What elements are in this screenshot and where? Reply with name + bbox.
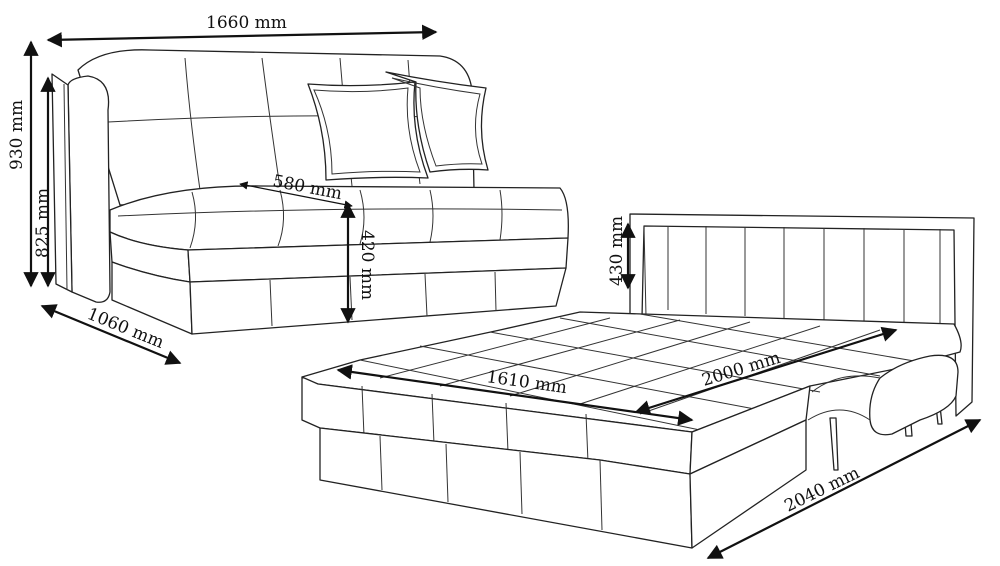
label-seat-height: 420 mm — [357, 230, 377, 300]
dimension-lines — [23, 24, 982, 559]
label-sofa-width: 1660 mm — [206, 13, 287, 33]
sofa-pillow-1 — [307, 81, 429, 181]
label-armrest-height: 825 mm — [33, 188, 53, 258]
label-bed-back-height: 430 mm — [607, 216, 627, 286]
sofa-pillow-2 — [385, 71, 489, 173]
label-sofa-height: 930 mm — [7, 100, 27, 170]
sofa-illustration — [51, 49, 569, 335]
sofa-left-armrest — [67, 75, 111, 303]
